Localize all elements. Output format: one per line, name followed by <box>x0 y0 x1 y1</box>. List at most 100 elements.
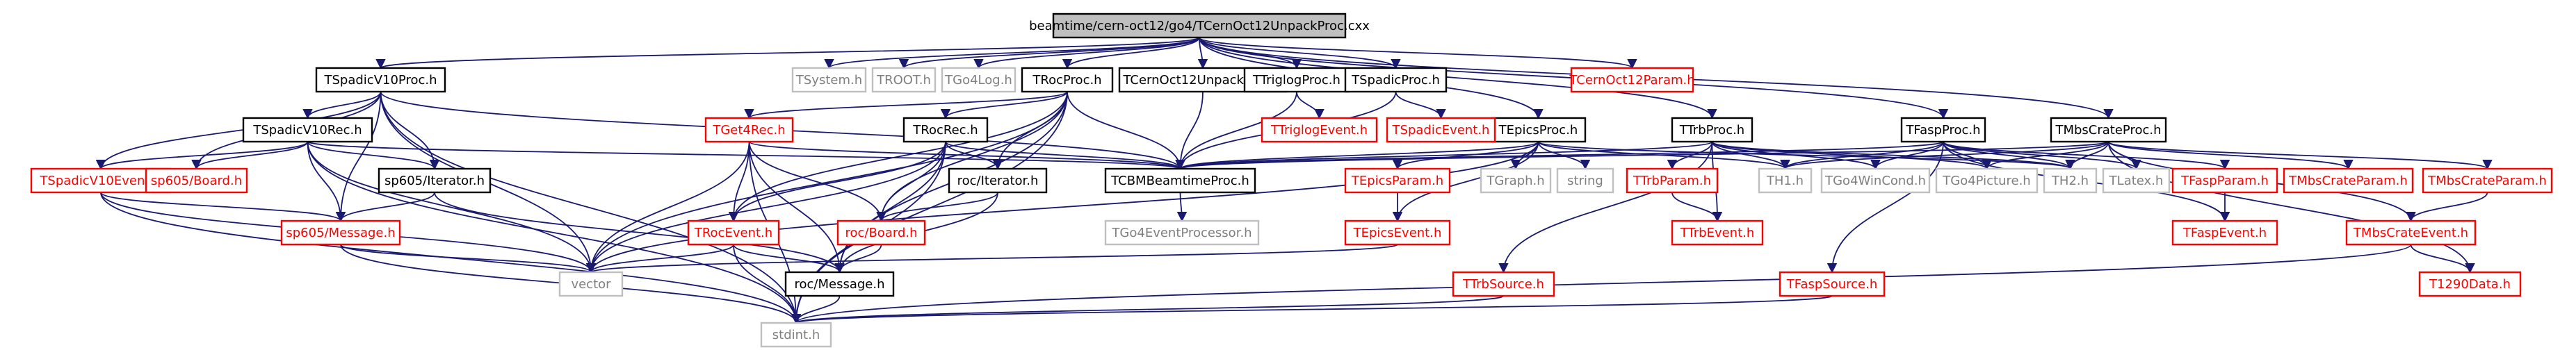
edge-TFaspProc_h-to-TGo4WinCond_h <box>1870 141 1944 170</box>
node-box-TRocProc_h <box>1021 67 1114 93</box>
node-TH1_h[interactable]: TH1.h <box>1758 167 1813 194</box>
node-TTriglogProc_h[interactable]: TTriglogProc.h <box>1243 67 1350 93</box>
edge-TFaspSource_h-to-stdint_h <box>791 295 1833 324</box>
node-label-TSystem_h: TSystem.h <box>795 73 862 88</box>
node-TRocRec_h[interactable]: TRocRec.h <box>902 117 989 143</box>
node-TH2_h[interactable]: TH2.h <box>2043 167 2098 194</box>
edge-TTrbProc_h-to-TGo4Picture_h <box>1711 141 1992 170</box>
edge-TSpadicV10Proc_h-to-TSpadicV10Rec_h <box>302 91 382 119</box>
node-roc_Iterator_h[interactable]: roc/Iterator.h <box>948 167 1048 194</box>
node-TTrbEvent_h[interactable]: TTrbEvent.h <box>1671 219 1764 246</box>
node-TSpadicV10Proc_h[interactable]: TSpadicV10Proc.h <box>315 67 446 93</box>
node-TRocEvent_h[interactable]: TRocEvent.h <box>687 219 780 246</box>
node-box-TSystem_h <box>791 67 867 93</box>
node-label-TFaspParam_h: TFaspParam.h <box>2180 174 2269 188</box>
node-box-TEpicsEvent_h <box>1344 219 1451 246</box>
edge-TMbsCrateEvent_h-to-stdint_h <box>791 244 2412 324</box>
node-roc_Message_h[interactable]: roc/Message.h <box>784 271 895 297</box>
edge-TRocRec_h-to-roc_Message_h <box>834 141 946 274</box>
node-TGet4Rec_h[interactable]: TGet4Rec.h <box>704 117 794 143</box>
edge-TRocRec_h-to-vector <box>585 141 946 274</box>
node-TMbsCrateProc_h[interactable]: TMbsCrateProc.h <box>2050 117 2167 143</box>
node-label-TMbsCrateParam_h_a: TMbsCrateParam.h <box>2288 174 2408 188</box>
node-TEpicsEvent_h[interactable]: TEpicsEvent.h <box>1344 219 1451 246</box>
node-TMbsCrateParam_h_a[interactable]: TMbsCrateParam.h <box>2283 167 2414 194</box>
edge-root-to-TSystem_h <box>824 37 1200 69</box>
edge-TSpadicV10Proc_h-to-TSpadicV10Event_h <box>95 91 382 170</box>
node-sp605_Board_h[interactable]: sp605/Board.h <box>145 167 248 194</box>
node-box-roc_Message_h <box>784 271 895 297</box>
edge-TMbsCrateProc_h-to-T1290Data_h <box>2107 141 2475 274</box>
node-label-TTrbParam_h: TTrbParam.h <box>1633 174 1711 188</box>
node-TGo4WinCond_h[interactable]: TGo4WinCond.h <box>1820 167 1931 194</box>
node-TSpadicEvent_h[interactable]: TSpadicEvent.h <box>1386 117 1496 143</box>
node-TRocProc_h[interactable]: TRocProc.h <box>1021 67 1114 93</box>
node-TMbsCrateParam_h_b[interactable]: TMbsCrateParam.h <box>2422 167 2553 194</box>
node-TMbsCrateEvent_h[interactable]: TMbsCrateEvent.h <box>2345 219 2477 246</box>
edge-TRocProc_h-to-TRocRec_h <box>940 91 1068 119</box>
node-TEpicsProc_h[interactable]: TEpicsProc.h <box>1490 117 1587 143</box>
node-box-root <box>1052 12 1347 39</box>
node-box-TLatex_h <box>2102 167 2171 194</box>
edge-TSpadicV10Rec_h-to-vector <box>307 141 597 274</box>
node-TGo4EventProcessor_h[interactable]: TGo4EventProcessor.h <box>1104 219 1260 246</box>
node-TGraph_h[interactable]: TGraph.h <box>1480 167 1552 194</box>
node-TSystem_h[interactable]: TSystem.h <box>791 67 867 93</box>
node-string[interactable]: string <box>1556 167 1614 194</box>
node-label-T1290Data_h: T1290Data.h <box>2429 277 2511 292</box>
edge-TMbsCrateParam_h_b-to-TMbsCrateEvent_h <box>2406 192 2488 222</box>
edge-TGet4Rec_h-to-vector <box>585 141 750 274</box>
node-label-TH1_h: TH1.h <box>1766 174 1804 188</box>
node-TLatex_h[interactable]: TLatex.h <box>2102 167 2171 194</box>
node-sp605_Iterator_h[interactable]: sp605/Iterator.h <box>378 167 492 194</box>
edge-TRocProc_h-to-TGet4Rec_h <box>744 91 1068 119</box>
node-label-TSpadicV10Rec_h: TSpadicV10Rec.h <box>252 123 362 138</box>
node-vector[interactable]: vector <box>558 271 624 297</box>
edge-TMbsCrateEvent_h-to-T1290Data_h <box>2410 244 2475 274</box>
edge-TEpicsEvent_h-to-vector <box>586 244 1398 274</box>
node-box-TEpicsProc_h <box>1490 117 1587 143</box>
node-TTrbProc_h[interactable]: TTrbProc.h <box>1671 117 1753 143</box>
node-TFaspParam_h[interactable]: TFaspParam.h <box>2171 167 2278 194</box>
node-TTrbSource_h[interactable]: TTrbSource.h <box>1452 271 1555 297</box>
node-TFaspSource_h[interactable]: TFaspSource.h <box>1779 271 1886 297</box>
node-TSpadicV10Rec_h[interactable]: TSpadicV10Rec.h <box>242 117 373 143</box>
node-TTrbParam_h[interactable]: TTrbParam.h <box>1626 167 1719 194</box>
edge-TGet4Rec_h-to-TCBMBeamtimeProc_h <box>748 141 1185 170</box>
node-TCBMBeamtimeProc_h[interactable]: TCBMBeamtimeProc.h <box>1104 167 1256 194</box>
edge-TFaspProc_h-to-TFaspParam_h <box>1943 141 2230 170</box>
node-box-TSpadicV10Rec_h <box>242 117 373 143</box>
node-TCernOct12Param_h[interactable]: TCernOct12Param.h <box>1569 67 1695 93</box>
node-box-TFaspSource_h <box>1779 271 1886 297</box>
node-stdint_h[interactable]: stdint.h <box>760 322 832 348</box>
node-roc_Board_h[interactable]: roc/Board.h <box>836 219 926 246</box>
node-box-TFaspEvent_h <box>2171 219 2278 246</box>
node-label-TEpicsParam_h: TEpicsParam.h <box>1351 174 1443 188</box>
edge-TGet4Rec_h-to-roc_Message_h <box>748 141 845 274</box>
edge-TFaspProc_h-to-TH1_h <box>1780 141 1944 170</box>
node-T1290Data_h[interactable]: T1290Data.h <box>2418 271 2522 297</box>
node-TSpadicProc_h[interactable]: TSpadicProc.h <box>1344 67 1448 93</box>
edge-TSpadicV10Rec_h-to-sp605_Message_h <box>307 141 346 222</box>
node-box-TSpadicV10Proc_h <box>315 67 446 93</box>
edge-TTriglogProc_h-to-TCBMBeamtimeProc_h <box>1175 91 1297 170</box>
node-label-sp605_Message_h: sp605/Message.h <box>286 226 395 240</box>
node-box-TFaspProc_h <box>1900 117 1986 143</box>
edge-TRocRec_h-to-roc_Iterator_h <box>945 141 1003 170</box>
node-label-TCernOct12Param_h: TCernOct12Param.h <box>1569 73 1694 88</box>
node-TEpicsParam_h[interactable]: TEpicsParam.h <box>1344 167 1451 194</box>
node-label-TMbsCrateEvent_h: TMbsCrateEvent.h <box>2353 226 2468 240</box>
edge-sp605_Message_h-to-vector <box>340 244 596 274</box>
node-TGo4Picture_h[interactable]: TGo4Picture.h <box>1935 167 2039 194</box>
node-box-TGo4Log_h <box>941 67 1016 93</box>
node-TROOT_h[interactable]: TROOT.h <box>871 67 937 93</box>
node-box-vector <box>558 271 624 297</box>
node-TFaspEvent_h[interactable]: TFaspEvent.h <box>2171 219 2278 246</box>
node-TFaspProc_h[interactable]: TFaspProc.h <box>1900 117 1986 143</box>
node-TTriglogEvent_h[interactable]: TTriglogEvent.h <box>1261 117 1378 143</box>
node-sp605_Message_h[interactable]: sp605/Message.h <box>280 219 401 246</box>
edge-TMbsCrateProc_h-to-TCBMBeamtimeProc_h <box>1176 141 2109 170</box>
node-TGo4Log_h[interactable]: TGo4Log.h <box>941 67 1016 93</box>
node-label-TFaspSource_h: TFaspSource.h <box>1786 277 1877 292</box>
node-label-TSpadicProc_h: TSpadicProc.h <box>1351 73 1440 88</box>
